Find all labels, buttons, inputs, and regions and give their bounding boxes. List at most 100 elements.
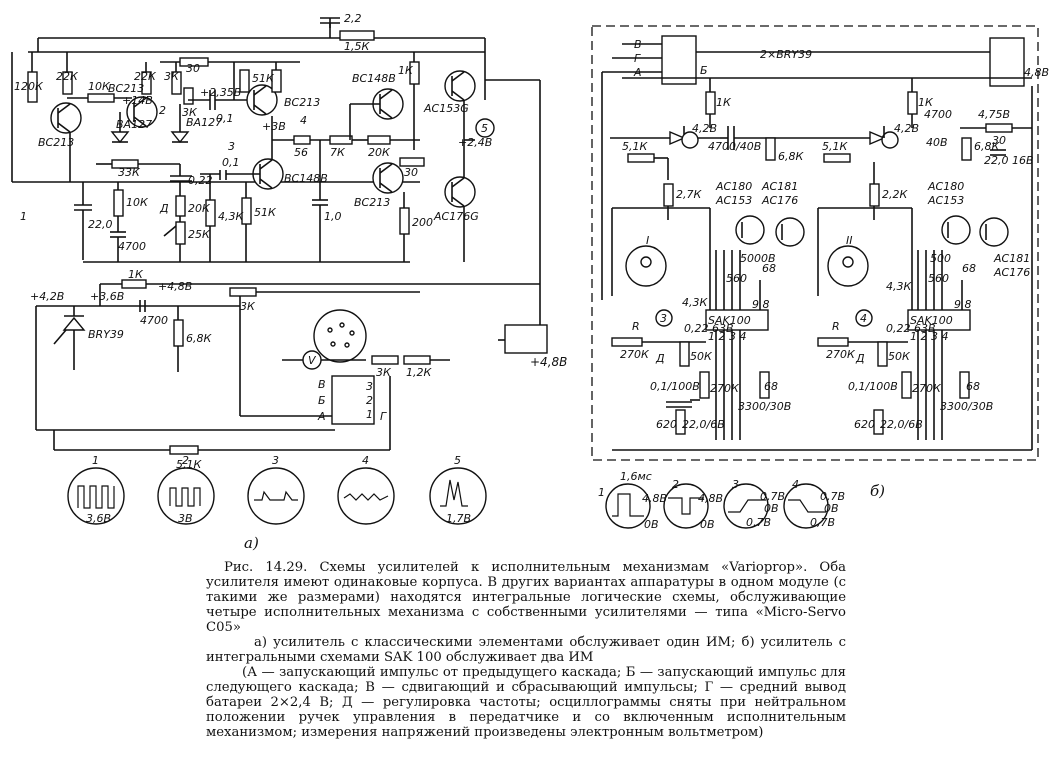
resistor-label: 51К	[254, 206, 277, 219]
transistor-label: AC153G	[423, 102, 469, 115]
capacitor-label: 0,1	[222, 156, 240, 169]
oscillogram-value: 0В	[700, 518, 715, 531]
oscillogram-number: 1	[598, 486, 605, 499]
transistor-label: AC176G	[433, 210, 479, 223]
schematic-figure: BC213 BC213 BC213 BC148B BC148B BC213 AC…	[11, 12, 1049, 552]
oscillogram-number: 2	[672, 478, 679, 491]
test-point-label: 1	[20, 210, 27, 223]
transistor-label: AC153	[715, 194, 752, 207]
resistor-label: 1,2К	[406, 366, 432, 379]
resistor-label: 51К	[252, 72, 275, 85]
transistor-label: AC153	[927, 194, 964, 207]
resistor-label: 1К	[128, 268, 144, 281]
oscillogram-value: 4,8В	[642, 492, 667, 505]
capacitor-label: 4700	[118, 240, 146, 253]
capacitor-label: 22,0/6В	[682, 418, 725, 431]
transistor-label: AC180	[715, 180, 752, 193]
oscillogram-number: 1	[92, 454, 99, 467]
panel-b-header: 2×BRY39	[760, 48, 812, 61]
meter-label: V	[308, 354, 317, 367]
resistor-label: 620	[656, 418, 677, 431]
resistor-label: 20К	[368, 146, 391, 159]
capacitor-label: 4700/40В	[708, 140, 761, 153]
test-point-label: 3	[228, 140, 235, 153]
resistor-label: 33К	[118, 166, 141, 179]
resistor-label: 270К	[620, 348, 650, 361]
capacitor-label: 3300/30В	[738, 400, 791, 413]
connector-pin: 3	[366, 380, 373, 393]
voltage-label: 4,75В	[978, 108, 1010, 121]
test-point-label: 4	[300, 114, 307, 127]
capacitor-label: 22,0/6В	[880, 418, 923, 431]
oscillogram-value: 4,8В	[698, 492, 723, 505]
node-label: R	[832, 320, 840, 333]
oscillogram-value: 0,7В	[746, 516, 771, 529]
chip-pins: 9 8	[954, 298, 972, 311]
caption-legend: (А — запускающий импульс от предыдущего …	[206, 665, 846, 740]
resistor-label: 50К	[690, 350, 713, 363]
resistor-label: 620	[854, 418, 875, 431]
chip-pins: 1 2 3 4	[708, 330, 746, 343]
resistor-label: 10К	[88, 80, 111, 93]
capacitor-label: 0,22 63В	[886, 322, 936, 335]
resistor-label: 30	[186, 62, 200, 75]
oscillogram-value: 1,7В	[446, 512, 471, 525]
resistor-label: 68	[762, 262, 776, 275]
resistor-label: 5,1К	[822, 140, 848, 153]
figure-caption: Рис. 14.29. Схемы усилителей к исполните…	[206, 560, 846, 740]
resistor-label: 4,3К	[218, 210, 244, 223]
resistor-label: 1,5К	[344, 40, 370, 53]
test-point-label: 3	[660, 312, 667, 325]
test-point-label: 5	[481, 122, 488, 135]
resistor-label: 10К	[126, 196, 149, 209]
capacitor-label: 560	[928, 272, 949, 285]
resistor-label: 1К	[918, 96, 934, 109]
voltage-label: +2,35В	[200, 86, 241, 99]
diode-label: BA127	[186, 116, 222, 129]
panel-b-label: б)	[870, 482, 885, 500]
resistor-label: 4,3К	[886, 280, 912, 293]
resistor-label: 1К	[716, 96, 732, 109]
oscillogram-value: 0,7В	[760, 490, 785, 503]
capacitor-label: 3300/30В	[940, 400, 993, 413]
chip-pins: 1 2 3 4	[910, 330, 948, 343]
resistor-label: 22К	[56, 70, 79, 83]
resistor-label: 120К	[14, 80, 44, 93]
transistor-label: AC181	[761, 180, 798, 193]
chip-pins: 9 8	[752, 298, 770, 311]
resistor-label: 4,3К	[682, 296, 708, 309]
roman-label: II	[846, 234, 853, 247]
node-label: Д	[159, 202, 169, 215]
capacitor-label: 40В	[926, 136, 948, 149]
transistor-label: BC213	[38, 136, 74, 149]
capacitor-label: 0,1/100В	[650, 380, 700, 393]
oscillogram-value: 0В	[764, 502, 779, 515]
panel-a-label: а)	[244, 534, 259, 552]
resistor-label: 5,1К	[176, 458, 202, 471]
oscillogram-value: 0,7В	[820, 490, 845, 503]
oscillogram-value: 0В	[824, 502, 839, 515]
oscillograms-b	[605, 483, 829, 529]
resistor-label: 50К	[888, 350, 911, 363]
oscillogram-number: 2	[182, 454, 189, 467]
transistor-label: BC213	[284, 96, 320, 109]
resistor-label: 6,8К	[778, 150, 804, 163]
panel-b-batt-voltage: 4,8В	[1024, 66, 1049, 79]
roman-label: I	[646, 234, 649, 247]
oscillogram-value: 1,6мс	[620, 470, 652, 483]
voltage-label: +4,8В	[530, 355, 567, 369]
voltage-label: +4,2В	[30, 290, 64, 303]
voltage-label: +4,8В	[158, 280, 192, 293]
connector-pin: Г	[380, 410, 387, 423]
voltage-label: +14В	[122, 94, 153, 107]
connector-pin: А	[317, 410, 326, 423]
capacitor-label: 22,0 16В	[984, 154, 1034, 167]
capacitor-label: 0,1	[216, 112, 234, 125]
transistor-label: BC213	[108, 82, 144, 95]
schematic-svg: BC213 BC213 BC213 BC148B BC148B BC213 AC…	[11, 12, 1049, 552]
connector-pin: Б	[700, 64, 708, 77]
connector-pin: Б	[318, 394, 326, 407]
resistor-label: 6,8К	[186, 332, 212, 345]
oscillogram-value: 0,7В	[810, 516, 835, 529]
test-point-label: 4	[860, 312, 867, 325]
